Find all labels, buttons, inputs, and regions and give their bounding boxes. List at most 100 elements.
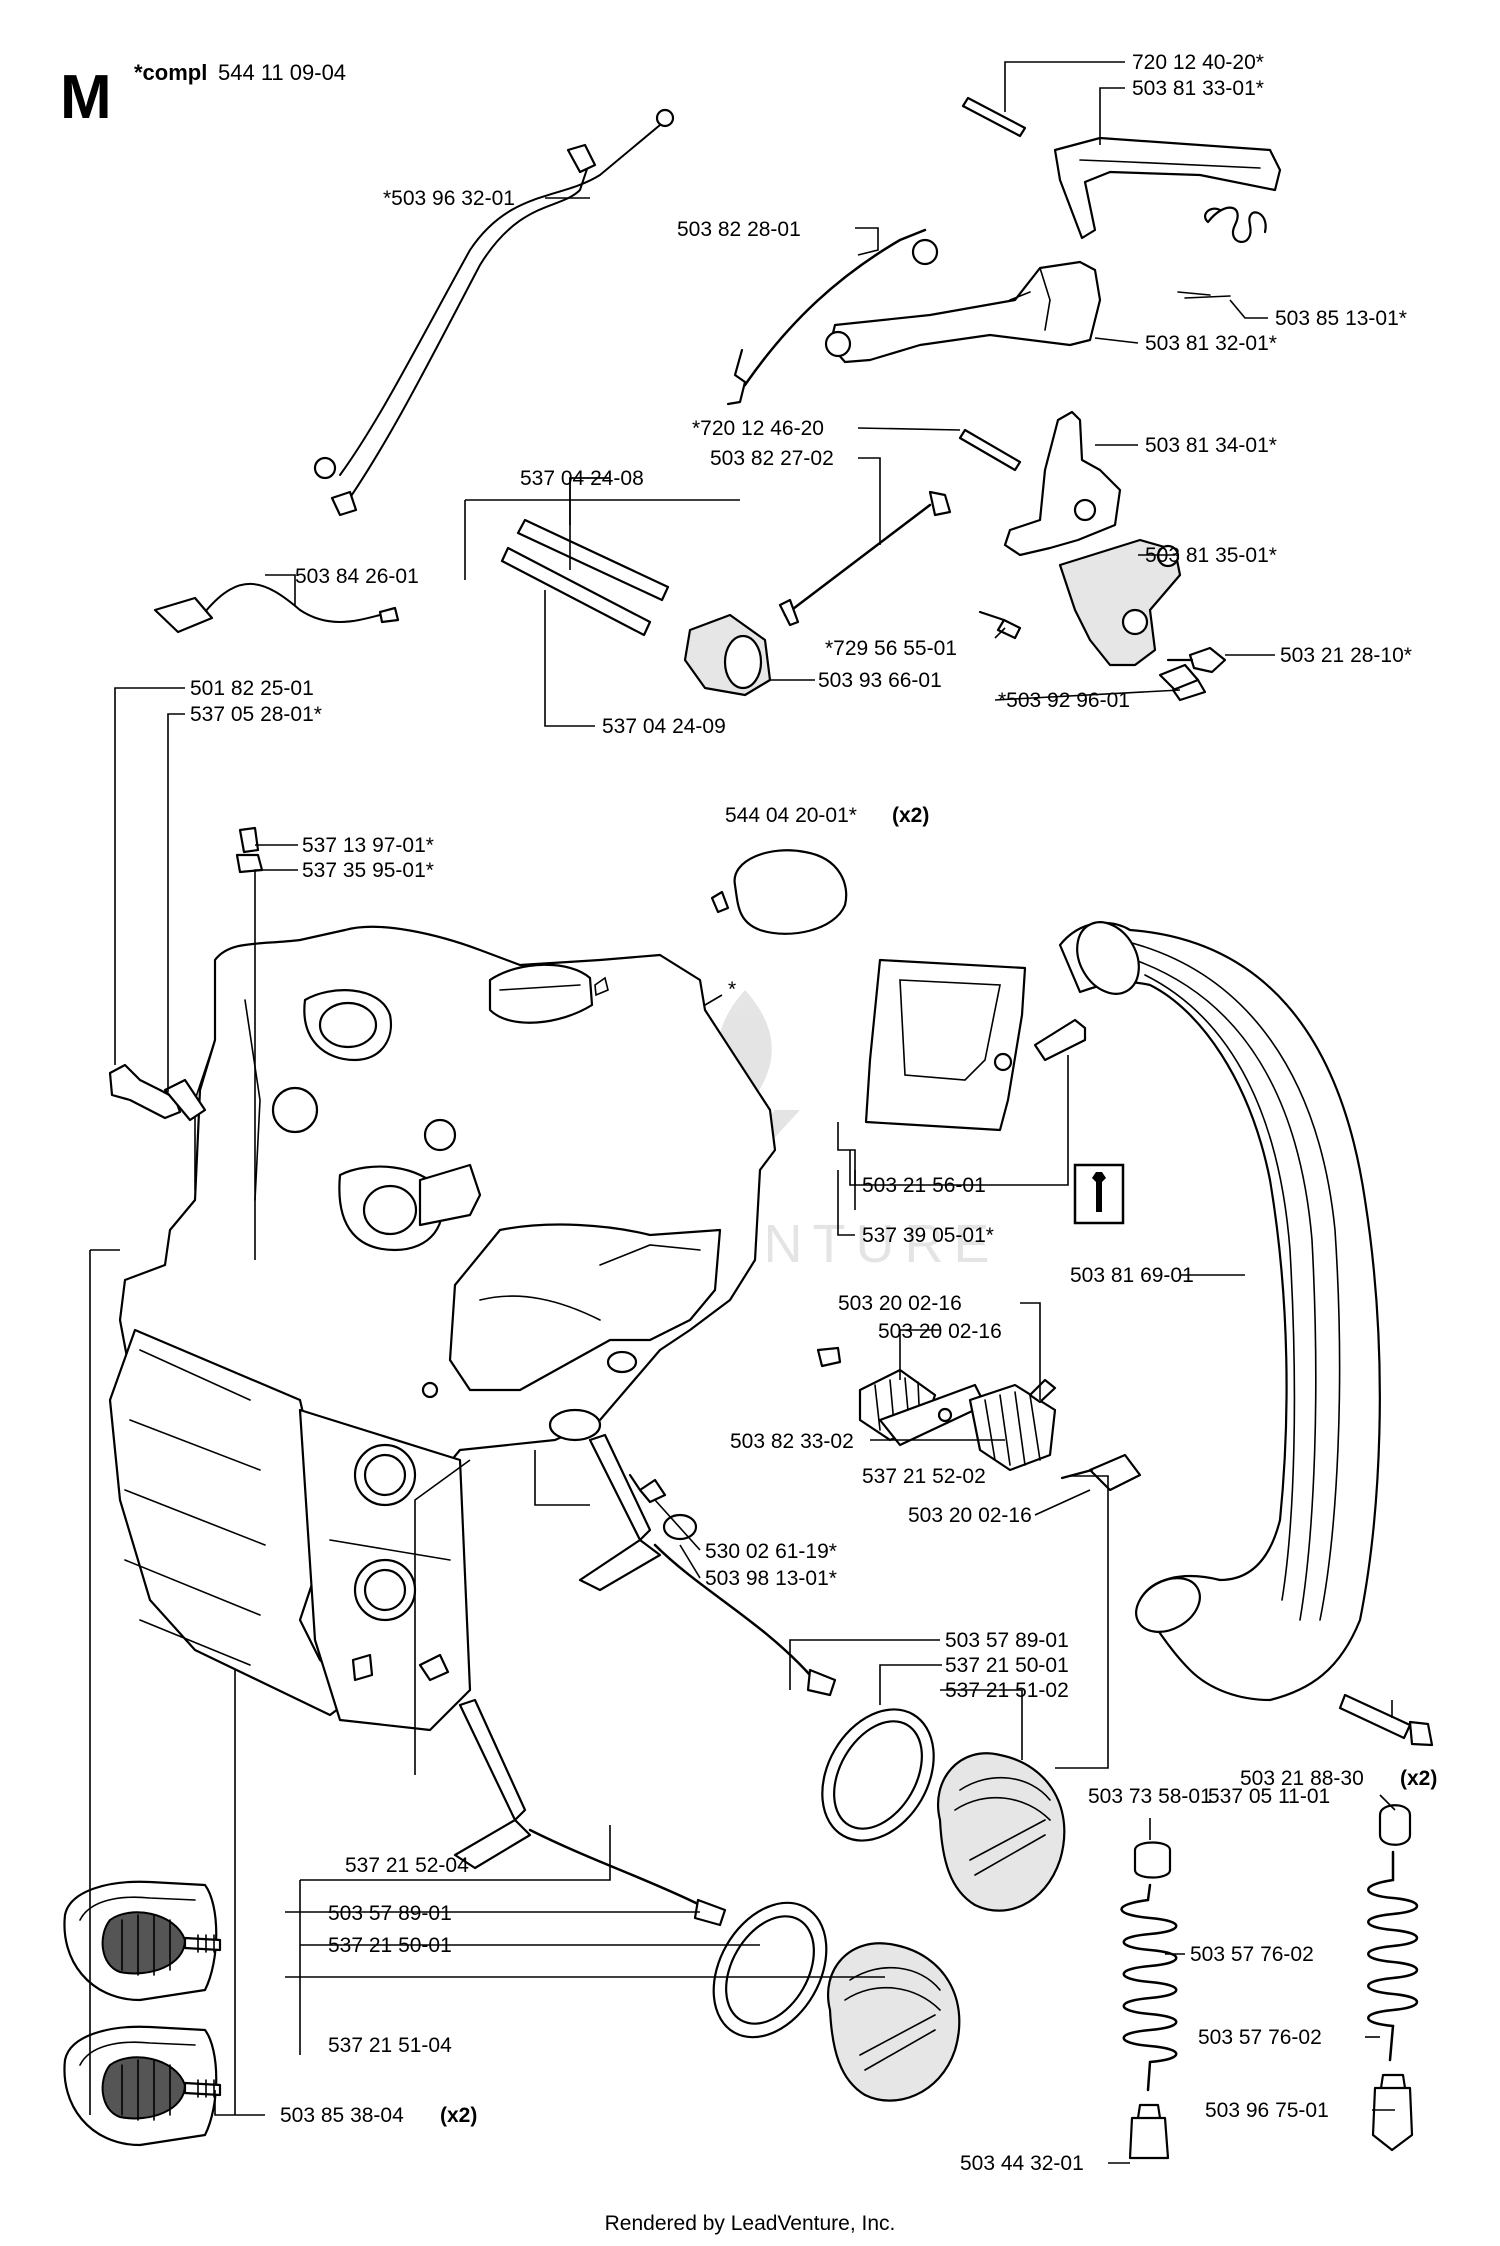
callout-503-21-56-01: 503 21 56-01 bbox=[862, 1174, 986, 1197]
screw-part bbox=[978, 610, 1022, 640]
qty-503-21-88-30: (x2) bbox=[1400, 1767, 1437, 1790]
callout-537-05-28-01: 537 05 28-01* bbox=[190, 703, 322, 726]
oil-hose-coil-part bbox=[1120, 1883, 1178, 2092]
callout-503-57-89-01-b: 503 57 89-01 bbox=[328, 1902, 452, 1925]
qty-544-04-20-01: (x2) bbox=[892, 804, 929, 827]
callout-503-81-32-01: 503 81 32-01* bbox=[1145, 332, 1277, 355]
callout-537-04-24-09: 537 04 24-09 bbox=[602, 715, 726, 738]
callout-503-21-28-10: 503 21 28-10* bbox=[1280, 644, 1412, 667]
callout-503-92-96-01: *503 92 96-01 bbox=[998, 689, 1130, 712]
callout-537-21-52-02: 537 21 52-02 bbox=[862, 1465, 986, 1488]
pin-part bbox=[961, 96, 1027, 138]
front-handle-part bbox=[1058, 921, 1381, 1702]
fuel-filter-inset-part bbox=[63, 1880, 222, 2002]
rod-end-part bbox=[726, 348, 747, 406]
callout-503-82-28-01: 503 82 28-01 bbox=[677, 218, 801, 241]
callout-503-57-89-01-a: 503 57 89-01 bbox=[945, 1629, 1069, 1652]
fuel-tank-housing-part bbox=[108, 925, 777, 1732]
callout-asterisk: * bbox=[728, 978, 736, 1001]
callout-503-82-33-02: 503 82 33-02 bbox=[730, 1430, 854, 1453]
fuel-cap-gasket-part bbox=[712, 1901, 828, 2039]
fuel-hose-coil-part bbox=[1367, 1850, 1418, 2062]
callout-503-20-02-16-b: 503 20 02-16 bbox=[878, 1320, 1002, 1343]
qty-503-85-38-04: (x2) bbox=[440, 2104, 477, 2127]
callout-503-73-58-01: 503 73 58-01 bbox=[1088, 1785, 1212, 1808]
rod-ball-part bbox=[911, 238, 939, 266]
stop-lever-part bbox=[1003, 410, 1122, 557]
oil-strainer-part bbox=[1128, 2103, 1170, 2160]
wire-harness-part bbox=[313, 108, 675, 517]
callout-537-05-11-01: 537 05 11-01 bbox=[1208, 1785, 1330, 1808]
footer-rendered-by: Rendered by LeadVenture, Inc. bbox=[605, 2212, 896, 2235]
oil-pickup-part bbox=[578, 1433, 837, 1697]
callout-503-20-02-16-a: 503 20 02-16 bbox=[838, 1292, 962, 1315]
filter-element-part bbox=[864, 958, 1027, 1132]
callout-530-02-61-19: 530 02 61-19* bbox=[705, 1540, 837, 1563]
hose-pair-part bbox=[500, 518, 670, 637]
callout-503-98-13-01: 503 98 13-01* bbox=[705, 1567, 837, 1590]
callout-503-85-38-04: 503 85 38-04 bbox=[280, 2104, 404, 2127]
grommet-small-part bbox=[1133, 1841, 1172, 1879]
fuel-pickup-part bbox=[453, 1698, 727, 1927]
callout-503-82-27-02: 503 82 27-02 bbox=[710, 447, 834, 470]
damper-assembly-part bbox=[816, 1346, 1142, 1492]
wrench-icon bbox=[1073, 1163, 1125, 1225]
choke-rod-part bbox=[783, 503, 932, 617]
callout-537-35-95-01: 537 35 95-01* bbox=[302, 859, 434, 882]
choke-bracket-part bbox=[1058, 538, 1182, 667]
oil-filter-inset-part bbox=[63, 2025, 222, 2147]
oil-cap-gasket-part bbox=[821, 1708, 935, 1842]
screw-part-2 bbox=[1166, 646, 1227, 674]
plug-part bbox=[163, 1078, 207, 1122]
compl-number: 544 11 09-04 bbox=[218, 60, 346, 85]
callout-537-39-05-01: 537 39 05-01* bbox=[862, 1224, 994, 1247]
cover-cap-part bbox=[710, 849, 848, 935]
stop-pin-part bbox=[958, 428, 1022, 472]
callout-503-81-34-01: 503 81 34-01* bbox=[1145, 434, 1277, 457]
callout-503-81-33-01: 503 81 33-01* bbox=[1132, 77, 1264, 100]
switch-wire-part bbox=[153, 583, 400, 634]
callout-503-96-32-01: *503 96 32-01 bbox=[383, 187, 515, 210]
callout-503-85-13-01: 503 85 13-01* bbox=[1275, 307, 1407, 330]
callout-729-56-55-01: *729 56 55-01 bbox=[825, 637, 957, 660]
callout-544-04-20-01: 544 04 20-01* bbox=[725, 804, 857, 827]
callout-537-04-24-08: 537 04 24-08 bbox=[520, 467, 644, 490]
callout-503-93-66-01: 503 93 66-01 bbox=[818, 669, 942, 692]
hose-clamp-part bbox=[1378, 1804, 1412, 1846]
callout-501-82-25-01: 501 82 25-01 bbox=[190, 677, 314, 700]
callout-720-12-40-20: 720 12 40-20* bbox=[1132, 51, 1264, 74]
compl-prefix: *compl bbox=[134, 60, 207, 85]
callout-503-84-26-01: 503 84 26-01 bbox=[295, 565, 419, 588]
oil-cap-part bbox=[937, 1752, 1066, 1912]
leader-lines bbox=[89, 61, 1396, 2164]
throttle-trigger-part bbox=[824, 260, 1102, 364]
callout-503-96-75-01: 503 96 75-01 bbox=[1205, 2099, 1329, 2122]
callout-537-21-51-04: 537 21 51-04 bbox=[328, 2034, 452, 2057]
callout-503-57-76-02-a: 503 57 76-02 bbox=[1190, 1943, 1314, 1966]
fuel-filter-part bbox=[1371, 2073, 1414, 2152]
callout-503-21-88-30: 503 21 88-30 bbox=[1240, 1767, 1364, 1790]
filter-screw-part bbox=[1033, 1018, 1087, 1062]
handle-bolt-part bbox=[1338, 1693, 1434, 1747]
callout-537-21-51-02: 537 21 51-02 bbox=[945, 1679, 1069, 1702]
callout-503-20-02-16-c: 503 20 02-16 bbox=[908, 1504, 1032, 1527]
throttle-lever-part bbox=[1053, 136, 1282, 240]
damper-part bbox=[1158, 663, 1207, 702]
callout-720-12-46-20: *720 12 46-20 bbox=[692, 417, 824, 440]
spring-part bbox=[1177, 206, 1267, 299]
callout-503-57-76-02-b: 503 57 76-02 bbox=[1198, 2026, 1322, 2049]
section-letter: M bbox=[60, 63, 112, 132]
throttle-rod-part bbox=[743, 228, 927, 387]
choke-rod-end-part bbox=[778, 490, 952, 627]
callout-537-13-97-01: 537 13 97-01* bbox=[302, 834, 434, 857]
callout-503-81-69-01: 503 81 69-01 bbox=[1070, 1264, 1194, 1287]
callout-503-81-35-01: 503 81 35-01* bbox=[1145, 544, 1277, 567]
fuel-cap-part bbox=[827, 1942, 961, 2102]
callout-503-44-32-01: 503 44 32-01 bbox=[960, 2152, 1084, 2175]
callout-537-21-50-01-a: 537 21 50-01 bbox=[945, 1654, 1069, 1677]
grommet-part bbox=[235, 826, 264, 874]
callout-537-21-50-01-b: 537 21 50-01 bbox=[328, 1934, 452, 1957]
tank-screw-part bbox=[628, 1473, 667, 1504]
callout-537-21-52-04: 537 21 52-04 bbox=[345, 1854, 469, 1877]
